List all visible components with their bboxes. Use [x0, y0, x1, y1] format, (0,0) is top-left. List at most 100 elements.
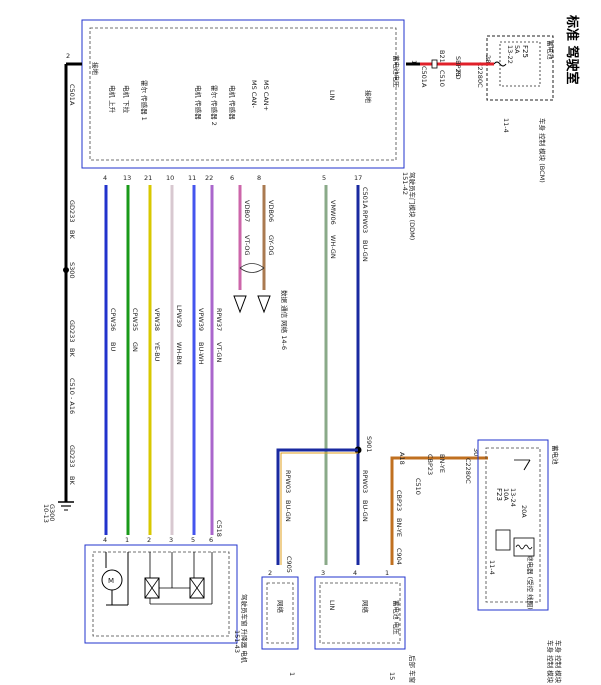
wm-pin-4: 4	[103, 536, 107, 544]
relay-pin: 13-24	[509, 488, 517, 507]
main-module-pin-in: 1	[410, 60, 418, 64]
main-module-connector: C501A	[420, 66, 428, 88]
fuse-box-label: 蓄电池	[546, 40, 555, 60]
inner-label-down: 电机 下拉	[122, 85, 131, 114]
pin-21: 21	[144, 174, 152, 182]
main-module-inner	[89, 27, 397, 161]
battery-feed-wire: SBP25	[454, 56, 462, 77]
wire-cpw36-id: CPW36	[109, 308, 117, 331]
feed-wire-color: BN-YE	[395, 518, 403, 537]
ground-splice-label: S300	[68, 262, 76, 279]
wire-rpw37-id: RPW37	[215, 308, 223, 331]
battery-feed-splice-conn: C510	[438, 70, 446, 87]
relay-splice-wire: CBP23	[426, 454, 434, 475]
pin-5: 5	[322, 174, 326, 182]
fuse-pin: 13-22	[506, 45, 514, 64]
wire-rpw37-color: VT-GN	[215, 342, 223, 362]
hall-sensors	[144, 552, 213, 605]
pin-22: 22	[205, 174, 213, 182]
lower-module-pin-1: 1	[385, 569, 389, 577]
window-motor-outer	[84, 544, 238, 644]
ground-color-3: BK	[68, 476, 76, 485]
bus-connector: C501A	[361, 187, 369, 209]
wire-vpw39-color: BU-WH	[197, 342, 205, 365]
wire-vdb07-id: VDB07	[243, 200, 251, 222]
relay-color: BN-YE	[438, 454, 446, 473]
branch-wire-color: BU-GN	[284, 500, 292, 522]
wire-vdb07-color: VT-OG	[243, 235, 251, 256]
wire-vpw38-color: YE-BU	[153, 341, 161, 362]
page-title: 标准 驾驶室	[564, 14, 580, 85]
lower-module-ref: 15	[388, 672, 396, 680]
pin-17: 17	[354, 174, 362, 182]
motor-symbol	[101, 552, 129, 606]
relay-note: 车身 控制 模块 (BCM)	[554, 640, 563, 685]
relay-sub: 20A	[520, 505, 528, 518]
pin-8: 8	[257, 174, 261, 182]
lower-module-inner	[319, 582, 401, 644]
wire-rpw03-color-2: BU-GN	[361, 500, 369, 522]
wire-lpw39-color: WH-BN	[175, 342, 183, 365]
ground-color-2: BK	[68, 348, 76, 357]
wire-lpw39-id: LPW39	[175, 305, 183, 327]
ground-splice	[63, 267, 69, 273]
lower-module-name: 后部 车窗 模块	[408, 655, 417, 685]
main-module-ref: 151-42	[401, 172, 409, 195]
can-note: 数据 通信 网络 14-6	[280, 290, 289, 350]
relay-symbol	[495, 459, 535, 557]
pin-10: 10	[166, 174, 174, 182]
left-module-name: 网络	[276, 600, 285, 614]
window-motor-connector: C518	[215, 520, 223, 537]
fuse-symbol	[493, 61, 507, 67]
wire-cpw36-color: BU	[109, 342, 117, 351]
left-module-pin: 2	[268, 569, 272, 577]
wire-rpw03-id: RPW03	[361, 210, 369, 233]
wire-cpw35-id: CPW35	[131, 308, 139, 331]
feed-wire-id: CBP23	[395, 490, 403, 511]
ground-conn-top: C501A	[68, 84, 76, 106]
fuse-ref: 11-4	[502, 118, 510, 133]
motor-label: M	[108, 577, 114, 585]
pin-6: 6	[230, 174, 234, 182]
wire-vdb06-color: GY-OG	[267, 235, 275, 256]
fuse-box-outer	[486, 35, 554, 101]
relay-connector: C2280C	[464, 458, 472, 484]
wm-pin-5: 5	[191, 536, 195, 544]
window-motor-name: 驾驶员车窗 升降器 电机	[240, 594, 249, 664]
relay-module-inner	[485, 447, 541, 603]
pin-13: 13	[123, 174, 131, 182]
wire-vmw06-color: WH-GN	[329, 235, 337, 259]
fuse-id: F25	[521, 45, 529, 58]
relay-fuse: F23	[495, 488, 503, 501]
inner-label-can-minus: MS CAN-	[250, 80, 258, 109]
lower-module-outer	[314, 576, 406, 650]
wire-rpw03-color: BU-GN	[361, 240, 369, 262]
signal-wires	[104, 185, 214, 535]
pin-4: 4	[103, 174, 107, 182]
inner-label-power: 接地	[364, 90, 373, 104]
feed-wire-connector: C904	[395, 548, 403, 565]
left-module-connector: C905	[285, 556, 293, 573]
relay-ref: 11-4	[488, 560, 496, 575]
window-motor-ref: 151-43	[233, 630, 241, 653]
inner-label-sensor-a: 电机 传感器	[228, 85, 237, 120]
can-twist	[239, 263, 265, 273]
fuse-pin-num: 28	[484, 55, 492, 63]
ground-ref: 10-13	[42, 504, 50, 523]
ground-color-1: BK	[68, 230, 76, 239]
ground-label: G300	[48, 504, 56, 521]
ground-pin: 2	[66, 52, 70, 60]
wire-vpw38-id: VPW38	[153, 308, 161, 331]
branch-wire	[276, 448, 358, 565]
inner-label-sensor-b: 电机 传感器	[194, 85, 203, 120]
relay-splice-conn: C510	[414, 478, 422, 495]
wire-rpw03-id-2: RPW03	[361, 470, 369, 493]
battery-feed-color: RD	[454, 70, 462, 80]
rear-note: 车身 控制 模块 (BCM)	[546, 640, 555, 685]
fuse-rating: 5A	[513, 45, 521, 54]
lower-module-net: 网络	[361, 600, 370, 614]
pin-11: 11	[188, 174, 196, 182]
ground-symbol	[58, 501, 74, 511]
left-module-outer	[261, 576, 299, 650]
